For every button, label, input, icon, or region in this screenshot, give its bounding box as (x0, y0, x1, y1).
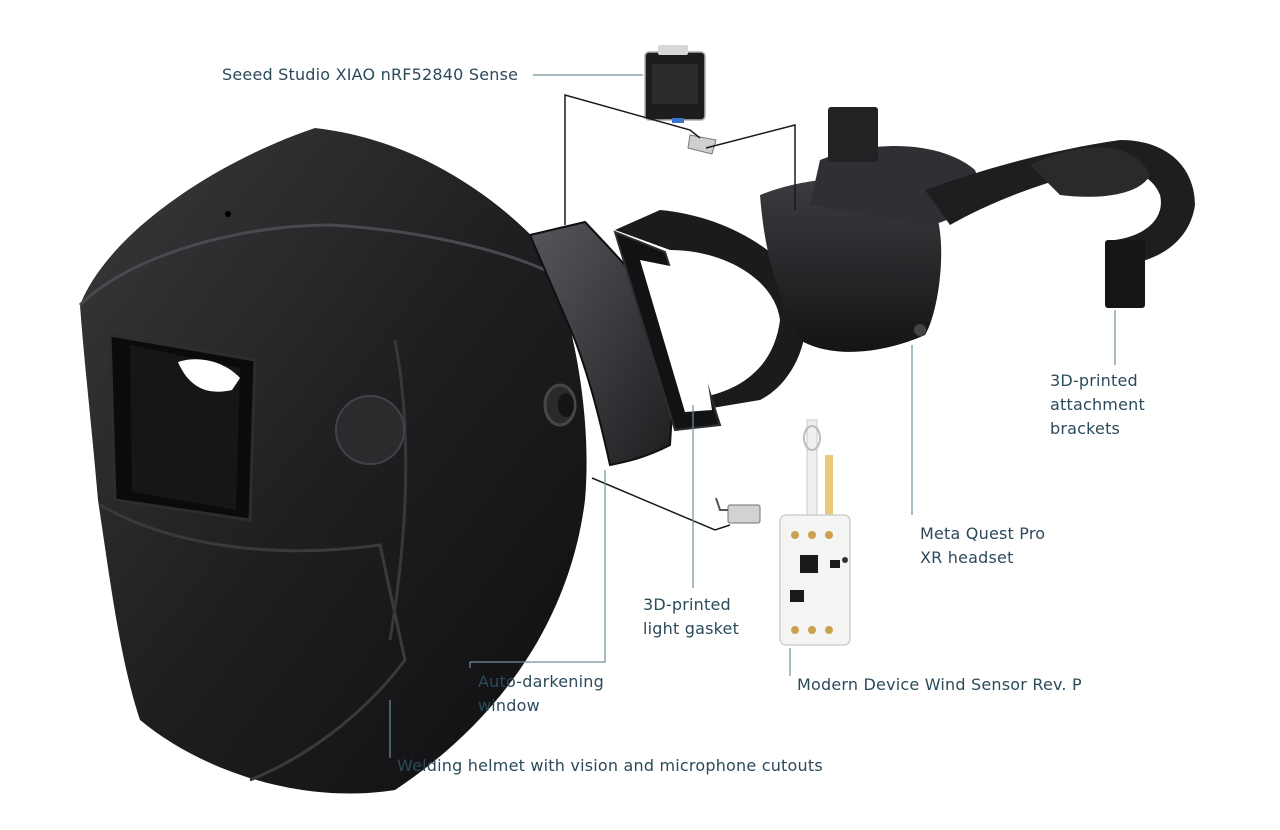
label-xiao-line-1: Seeed Studio XIAO nRF52840 Sense (222, 65, 519, 84)
label-headset-line-2: XR headset (920, 548, 1014, 567)
xr-headset (760, 107, 1195, 352)
label-window-line-1: Auto-darkening (478, 672, 604, 691)
label-window: Auto-darkening window (478, 670, 604, 718)
label-wind-sensor: Modern Device Wind Sensor Rev. P (797, 673, 1082, 697)
leader-window (469, 470, 606, 668)
side-bracket (1105, 240, 1145, 308)
xiao-board (644, 45, 717, 155)
label-gasket-line-2: light gasket (643, 619, 740, 638)
label-gasket: 3D-printed light gasket (643, 593, 739, 641)
light-gasket (613, 210, 807, 432)
label-helmet: Welding helmet with vision and microphon… (397, 754, 823, 778)
label-brackets-line-2: attachment (1050, 395, 1145, 414)
wiring (564, 94, 796, 531)
label-gasket-line-1: 3D-printed (643, 595, 731, 614)
welding-helmet (78, 128, 587, 794)
label-brackets-line-1: 3D-printed (1050, 371, 1138, 390)
label-brackets: 3D-printed attachment brackets (1050, 369, 1145, 441)
top-bracket (828, 107, 878, 162)
small-sensor (715, 497, 761, 524)
label-helmet-line-1: Welding helmet with vision and microphon… (397, 756, 823, 775)
leader-lines (389, 74, 1116, 758)
label-xiao: Seeed Studio XIAO nRF52840 Sense (222, 63, 518, 87)
label-window-line-2: window (478, 696, 540, 715)
wind-sensor-board (779, 419, 851, 646)
label-headset: Meta Quest Pro XR headset (920, 522, 1045, 570)
label-brackets-line-3: brackets (1050, 419, 1121, 438)
label-headset-line-1: Meta Quest Pro (920, 524, 1046, 543)
label-wind-sensor-line-1: Modern Device Wind Sensor Rev. P (797, 675, 1082, 694)
